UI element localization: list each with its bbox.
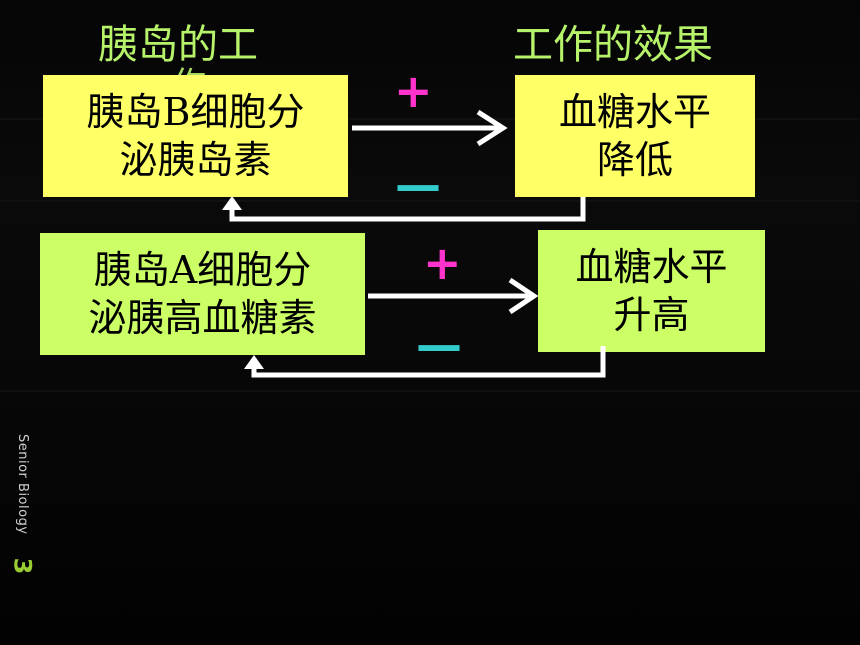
box-line: 泌胰岛素 xyxy=(119,138,272,182)
box-line: 降低 xyxy=(596,138,673,182)
feedback-arrow-row1 xyxy=(222,196,586,222)
background-stripe xyxy=(0,118,860,120)
box-line: 胰岛A细胞分 xyxy=(93,248,312,292)
plus-sign-row2: + xyxy=(423,236,462,290)
forward-arrow-row2 xyxy=(368,277,539,315)
box-line: 胰岛B细胞分 xyxy=(86,90,305,134)
minus-sign-row1: — xyxy=(395,158,441,212)
box-blood-sugar-lowered: 血糖水平 降低 xyxy=(515,75,755,197)
box-line: 升高 xyxy=(613,293,690,337)
box-beta-cell-insulin: 胰岛B细胞分 泌胰岛素 xyxy=(43,75,348,197)
box-blood-sugar-raised: 血糖水平 升高 xyxy=(538,230,765,352)
background-stripe xyxy=(0,200,860,202)
background-stripe xyxy=(0,390,860,392)
heading-work-effect: 工作的效果 xyxy=(513,22,713,68)
forward-arrow-row1 xyxy=(352,109,508,147)
feedback-arrow-row2 xyxy=(244,346,606,378)
box-line: 血糖水平 xyxy=(575,245,728,289)
heading-islet-work: 胰岛的工 xyxy=(98,22,258,68)
box-alpha-cell-glucagon: 胰岛A细胞分 泌胰高血糖素 xyxy=(40,233,365,355)
box-line: 血糖水平 xyxy=(558,90,711,134)
branding-number: 3 xyxy=(8,557,37,575)
minus-sign-row2: — xyxy=(416,318,462,372)
branding-text: Senior Biology xyxy=(15,434,30,535)
plus-sign-row1: + xyxy=(394,64,433,118)
box-line: 泌胰高血糖素 xyxy=(88,296,317,340)
